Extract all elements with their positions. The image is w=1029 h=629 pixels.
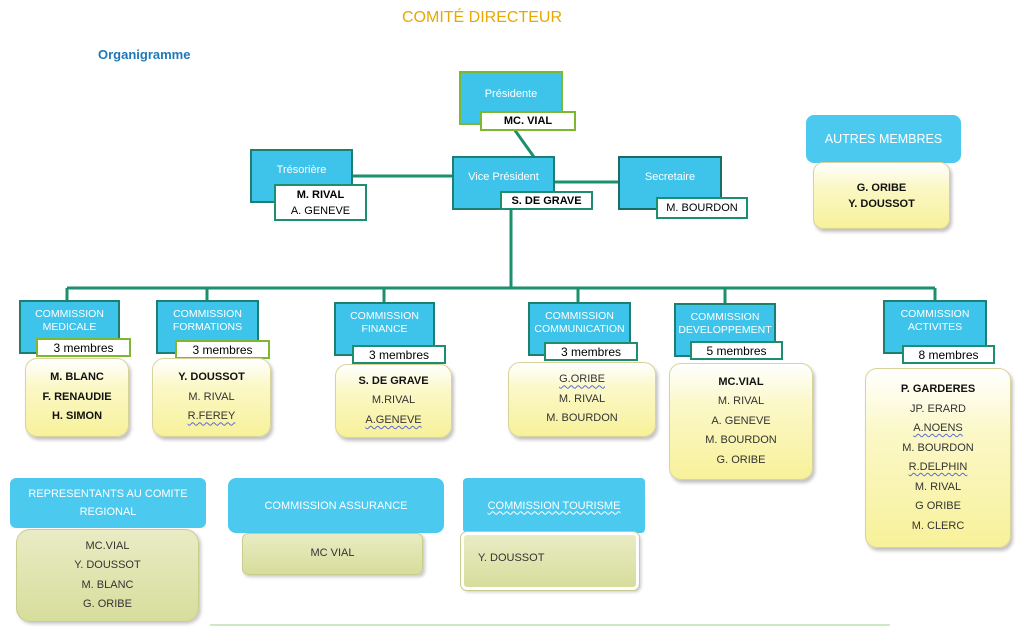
commission-activites-members: P. GARDERES JP. ERARD A.NOENS M. BOURDON… [865, 368, 1011, 548]
member: MC VIAL [310, 547, 355, 560]
commission-finance-members: S. DE GRAVE M.RIVAL A.GENEVE [335, 364, 452, 438]
member: G.ORIBE [559, 373, 605, 386]
member: Y. DOUSSOT [478, 552, 545, 564]
member: A. GENEVE [711, 414, 771, 427]
member: F. RENAUDIE [42, 390, 112, 403]
commission-formations-members: Y. DOUSSOT M. RIVAL R.FEREY [152, 358, 271, 437]
commission-medicale-line1: COMMISSION [35, 308, 104, 320]
member: M. BLANC [81, 578, 134, 591]
tourisme-members: Y. DOUSSOT [460, 531, 640, 591]
member: M. RIVAL [188, 390, 235, 403]
member: G ORIBE [915, 500, 961, 512]
autres-membre-2: Y. DOUSSOT [848, 197, 915, 210]
commission-medicale-members: M. BLANC F. RENAUDIE H. SIMON [25, 358, 129, 437]
commission-developpement-line1: COMMISSION [690, 311, 760, 323]
member: JP. ERARD [909, 402, 967, 415]
commission-activites-line1: COMMISSION [900, 308, 970, 320]
secretaire-role: Secretaire [644, 170, 696, 183]
tresoriere-name-2: A. GENEVE [290, 204, 351, 217]
tourisme-label-text: COMMISSION TOURISME [487, 499, 621, 512]
commission-medicale-line2: MEDICALE [42, 321, 97, 333]
member: R.FEREY [187, 410, 236, 423]
autres-membres-list: G. ORIBE Y. DOUSSOT [813, 162, 950, 229]
member: R.DELPHIN [908, 461, 968, 473]
representants-label-line2: REGIONAL [79, 506, 137, 518]
member: A.GENEVE [365, 413, 422, 426]
member: MC.VIAL [85, 539, 130, 552]
member: S. DE GRAVE [358, 374, 429, 387]
member: H. SIMON [51, 410, 103, 423]
member: Y. DOUSSOT [178, 371, 245, 384]
member: M.RIVAL [371, 394, 416, 407]
tresoriere-names: M. RIVAL A. GENEVE [274, 184, 367, 221]
commission-developpement-count: 5 membres [690, 341, 783, 360]
page-subtitle: Organigramme [98, 47, 191, 62]
member: G. ORIBE [83, 598, 132, 610]
tresoriere-role: Trésorière [276, 163, 327, 176]
commission-medicale-count: 3 membres [36, 338, 131, 357]
tresoriere-name-1: M. RIVAL [296, 188, 345, 201]
member: M. RIVAL [558, 392, 606, 405]
member: P. GARDERES [900, 383, 976, 395]
commission-communication-count: 3 membres [544, 342, 638, 361]
representants-members: MC.VIAL Y. DOUSSOT M. BLANC G. ORIBE [16, 529, 199, 622]
assurance-label: COMMISSION ASSURANCE [228, 478, 444, 533]
commission-developpement-members: MC.VIAL M. RIVAL A. GENEVE M. BOURDON G.… [669, 363, 813, 480]
page-title: COMITÉ DIRECTEUR [402, 9, 562, 26]
commission-developpement-line2: DEVELOPPEMENT [678, 324, 772, 336]
member: M. BLANC [50, 371, 104, 384]
member: G. ORIBE [716, 453, 766, 466]
member: M. BOURDON [705, 434, 777, 447]
commission-activites-line2: ACTIVITES [907, 321, 963, 333]
autres-membre-1: G. ORIBE [856, 181, 907, 194]
member: A.NOENS [913, 422, 963, 434]
commission-activites-count: 8 membres [902, 345, 995, 364]
commission-formations-line2: FORMATIONS [172, 321, 243, 333]
commission-finance-line2: FINANCE [361, 323, 408, 335]
commission-communication-line1: COMMISSION [545, 310, 614, 322]
vice-president-name: S. DE GRAVE [500, 191, 593, 210]
member: M. BOURDON [546, 412, 618, 425]
representants-label: REPRESENTANTS AU COMITE REGIONAL [10, 478, 206, 528]
member: M. BOURDON [902, 441, 974, 454]
representants-label-line1: REPRESENTANTS AU COMITE [28, 488, 188, 500]
commission-finance-line1: COMMISSION [350, 310, 419, 322]
member: M. RIVAL [717, 395, 765, 408]
commission-formations-line1: COMMISSION [173, 308, 242, 320]
commission-communication-line2: COMMUNICATION [534, 323, 625, 335]
member: MC.VIAL [718, 375, 764, 388]
secretaire-name: M. BOURDON [656, 197, 748, 219]
commission-finance-count: 3 membres [352, 345, 446, 364]
vice-president-role: Vice Président [468, 170, 539, 183]
presidente-name: MC. VIAL [480, 111, 576, 131]
autres-membres-label: AUTRES MEMBRES [806, 115, 961, 163]
member: Y. DOUSSOT [74, 559, 141, 571]
commission-communication-members: G.ORIBE M. RIVAL M. BOURDON [508, 362, 656, 437]
member: M. RIVAL [914, 480, 962, 493]
tourisme-label: COMMISSION TOURISME [463, 478, 645, 533]
commission-formations-count: 3 membres [175, 340, 270, 359]
assurance-members: MC VIAL [242, 533, 423, 575]
presidente-role: Présidente [484, 87, 538, 100]
member: M. CLERC [911, 519, 965, 532]
